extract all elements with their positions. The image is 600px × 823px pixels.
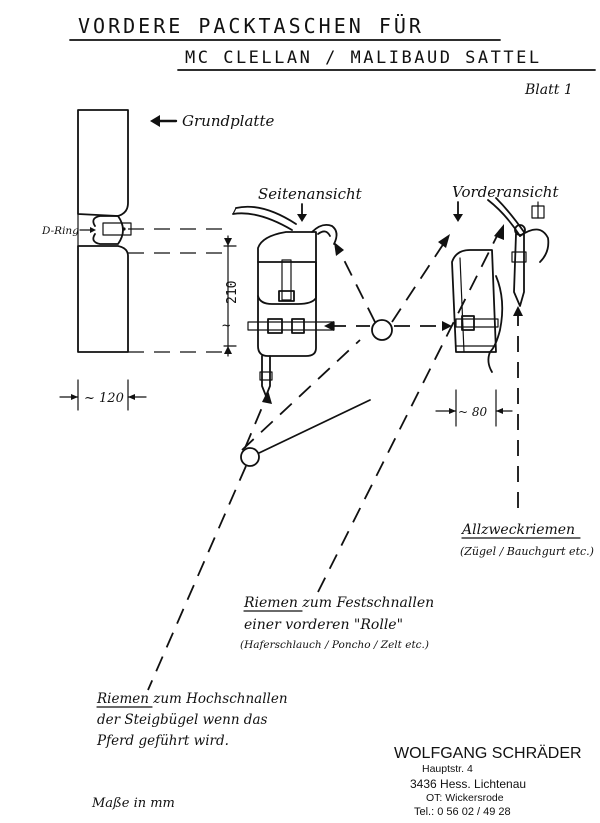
front-long-strap	[513, 233, 525, 307]
sheet-number: Blatt 1	[524, 82, 573, 98]
depth-value: ~ 80	[458, 405, 488, 419]
allzweck-sub: (Zügel / Bauchgurt etc.)	[460, 545, 594, 558]
base-plate-drawing: D-Ring	[41, 109, 228, 353]
side-bag-flap	[257, 261, 317, 305]
stirrup-junction-circle	[240, 447, 260, 467]
base-plate-text: Grundplatte	[182, 112, 274, 130]
side-flap-buckle	[278, 290, 295, 302]
leader-lines	[147, 224, 523, 691]
stamp-name: WOLFGANG SCHRÄDER	[394, 744, 582, 762]
front-view-drawing: Vorderansicht	[451, 183, 559, 373]
allzweck-note: Allzweckriemen (Zügel / Bauchgurt etc.)	[460, 522, 594, 558]
side-view-drawing: Seitenansicht	[232, 185, 363, 397]
d-ring-loop	[92, 215, 124, 245]
side-view-title: Seitenansicht	[258, 185, 363, 203]
rolle-line-1: Riemen zum Festschnallen	[243, 595, 434, 611]
side-bag-body	[257, 231, 317, 357]
side-top-strap	[232, 205, 297, 231]
base-plate-label: Grundplatte	[150, 112, 274, 130]
d-ring-strap	[102, 222, 132, 236]
title-line-2: MC CLELLAN / MALIBAUD SATTEL	[185, 48, 542, 68]
stamp-city: 3436 Hess. Lichtenau	[410, 777, 526, 791]
height-dimension: 210 ~	[222, 235, 240, 357]
stamp-street: Hauptstr. 4	[422, 763, 473, 775]
steigbuegel-note: Riemen zum Hochschnallen der Steigbügel …	[96, 691, 288, 749]
side-belt-strap	[247, 321, 335, 331]
side-junction-circle	[371, 319, 393, 341]
rolle-line-3: (Haferschlauch / Poncho / Zelt etc.)	[240, 639, 429, 651]
base-plate-outline	[77, 109, 129, 217]
allzweck-title: Allzweckriemen	[460, 522, 575, 538]
front-view-title: Vorderansicht	[452, 183, 559, 201]
units-note: Maße in mm	[91, 796, 175, 811]
rolle-line-2: einer vorderen "Rolle"	[244, 617, 403, 633]
width-dimension: ~ 120	[59, 379, 147, 411]
front-belt-strap	[455, 318, 499, 328]
steig-line-1: Riemen zum Hochschnallen	[96, 691, 288, 707]
approx-sign: ~	[222, 318, 230, 334]
side-bottom-strap	[261, 355, 271, 397]
title-block: VORDERE PACKTASCHEN FÜR MC CLELLAN / MAL…	[69, 14, 596, 98]
rolle-note: Riemen zum Festschnallen einer vorderen …	[240, 595, 434, 651]
front-bag-body	[451, 249, 497, 353]
steig-line-2: der Steigbügel wenn das	[97, 712, 267, 728]
address-stamp: WOLFGANG SCHRÄDER Hauptstr. 4 3436 Hess.…	[394, 744, 582, 818]
front-top-strap	[487, 197, 525, 237]
depth-dimension: ~ 80	[435, 389, 513, 427]
stamp-tel: Tel.: 0 56 02 / 49 28	[414, 806, 511, 818]
height-value: 210	[225, 281, 240, 304]
front-top-ring	[514, 224, 526, 236]
stamp-ot: OT: Wickersrode	[426, 792, 504, 804]
steig-line-3: Pferd geführt wird.	[96, 733, 229, 749]
width-value: ~ 120	[84, 391, 124, 406]
d-ring-label: D-Ring	[41, 225, 79, 237]
title-line-1: VORDERE PACKTASCHEN FÜR	[78, 14, 424, 38]
